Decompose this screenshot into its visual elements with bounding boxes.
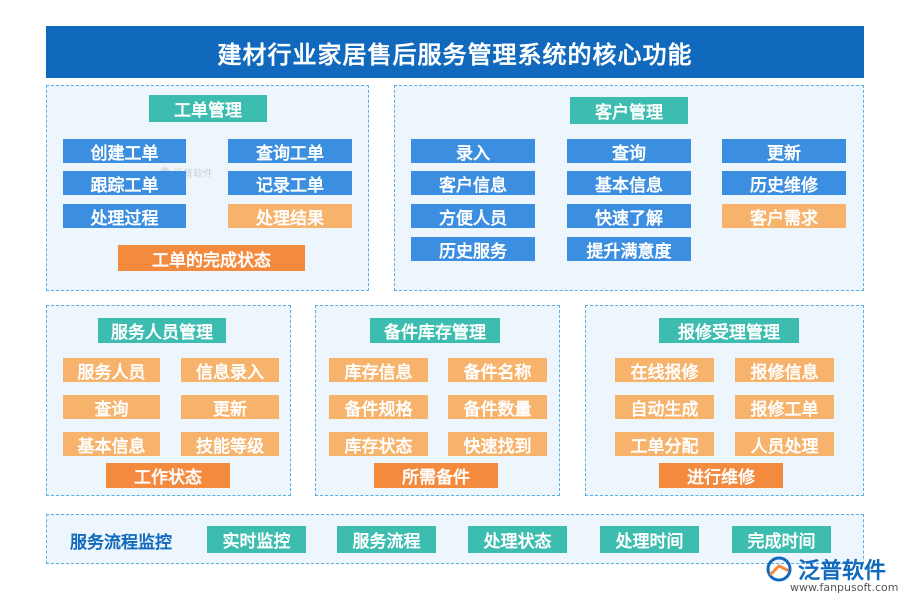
- node-repair-info: 报修信息: [735, 358, 834, 383]
- node-quick-find: 快速找到: [448, 432, 547, 457]
- node-repair-order: 报修工单: [735, 395, 834, 420]
- flow-monitor-label: 服务流程监控: [70, 532, 172, 553]
- flow-completion-time: 完成时间: [732, 526, 831, 553]
- watermark-text: 泛普软件: [173, 168, 213, 180]
- panel-header-customer: 客户管理: [570, 97, 688, 124]
- node-auto-generate: 自动生成: [615, 395, 714, 420]
- logo-name: 泛普软件: [798, 559, 887, 584]
- panel-header-parts: 备件库存管理: [370, 318, 500, 343]
- node-order-assign: 工单分配: [615, 432, 714, 457]
- node-stock-info: 库存信息: [329, 358, 428, 383]
- fanpu-logo-icon: [766, 556, 792, 582]
- node-query: 查询: [567, 139, 691, 164]
- node-entry: 录入: [411, 139, 535, 164]
- node-part-quantity: 备件数量: [448, 395, 547, 420]
- node-query-order: 查询工单: [228, 139, 352, 164]
- node-service-history: 历史服务: [411, 237, 535, 262]
- node-required-parts: 所需备件: [374, 463, 498, 488]
- node-quick-understand: 快速了解: [567, 204, 691, 229]
- node-info-entry: 信息录入: [181, 358, 279, 383]
- node-basic-info: 基本信息: [567, 171, 691, 196]
- node-staff-handle: 人员处理: [735, 432, 834, 457]
- node-result: 处理结果: [228, 204, 352, 229]
- brand-logo: 泛普软件: [766, 553, 886, 585]
- flow-process-time: 处理时间: [600, 526, 699, 553]
- panel-header-staff: 服务人员管理: [98, 318, 226, 343]
- flow-process-status: 处理状态: [468, 526, 567, 553]
- node-stock-status: 库存状态: [329, 432, 428, 457]
- logo-url: www.fanpusoft.com: [790, 581, 899, 594]
- node-staff-basic-info: 基本信息: [63, 432, 160, 457]
- node-part-spec: 备件规格: [329, 395, 428, 420]
- node-order-completion: 工单的完成状态: [118, 245, 305, 271]
- node-online-repair: 在线报修: [615, 358, 714, 383]
- page-title: 建材行业家居售后服务管理系统的核心功能: [46, 26, 864, 78]
- panel-header-repair: 报修受理管理: [659, 318, 799, 343]
- node-perform-repair: 进行维修: [659, 463, 783, 488]
- panel-flow-monitor: [46, 514, 864, 564]
- panel-header-work-order: 工单管理: [149, 95, 267, 122]
- node-repair-history: 历史维修: [722, 171, 846, 196]
- node-update: 更新: [722, 139, 846, 164]
- node-customer-info: 客户信息: [411, 171, 535, 196]
- node-customer-needs: 客户需求: [722, 204, 846, 229]
- node-part-name: 备件名称: [448, 358, 547, 383]
- flow-service-process: 服务流程: [337, 526, 436, 553]
- node-record-order: 记录工单: [228, 171, 352, 196]
- node-staff-update: 更新: [181, 395, 279, 420]
- flow-realtime-monitor: 实时监控: [207, 526, 306, 553]
- node-staff-query: 查询: [63, 395, 160, 420]
- node-convenient-staff: 方便人员: [411, 204, 535, 229]
- node-service-staff: 服务人员: [63, 358, 160, 383]
- node-create-order: 创建工单: [63, 139, 186, 164]
- node-satisfaction: 提升满意度: [567, 237, 691, 262]
- node-process: 处理过程: [63, 204, 186, 229]
- node-skill-level: 技能等级: [181, 432, 279, 457]
- node-track-order: 跟踪工单: [63, 171, 186, 196]
- node-work-status: 工作状态: [106, 463, 230, 488]
